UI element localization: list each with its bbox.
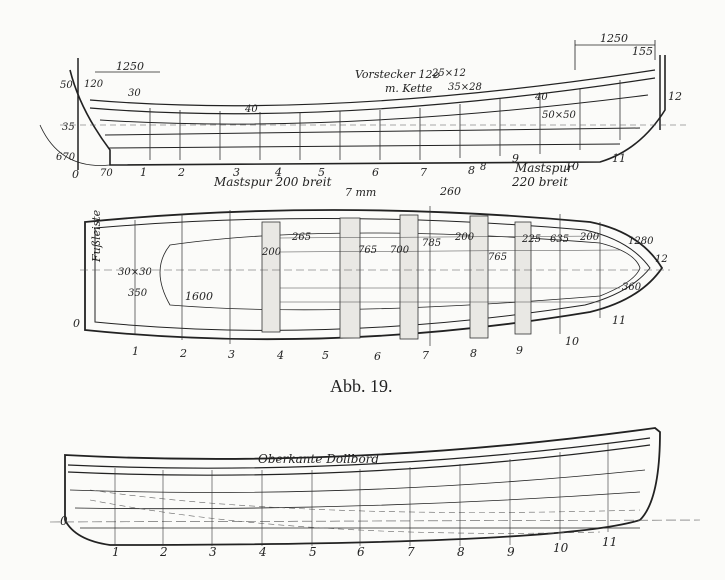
label-200: 200 [261,247,282,258]
label-265: 265 [291,232,311,243]
plan-station-numbers: 0 1 2 3 4 5 6 7 8 9 10 11 [73,314,626,363]
side-station: 5 [318,166,325,179]
plan-station: 8 [470,347,477,360]
plan-station: 0 [73,317,80,330]
figure-caption: Abb. 19. [330,376,393,396]
label-35x28: 35×28 [448,82,482,93]
label-1280: 1280 [628,236,654,247]
label-40-left: 40 [244,104,258,115]
profile-view: Oberkante Dollbord 0 1 2 3 4 5 6 7 8 9 1… [49,427,701,559]
label-50x50: 50×50 [542,110,576,121]
label-7mm: 7 mm [345,186,376,199]
label-12: 12 [655,254,668,265]
label-765a: 765 [358,245,377,256]
label-25x12: 25×12 [431,68,466,79]
label-1600: 1600 [185,290,213,303]
profile-station: 6 [357,545,365,559]
profile-station: 0 [60,514,68,528]
side-station: 11 [612,152,626,165]
profile-station: 4 [258,545,267,559]
plan-station: 10 [565,335,579,348]
label-mastspur: Mastspur [514,161,574,175]
profile-station: 8 [457,545,465,559]
side-station: 0 [72,168,79,181]
label-vorstecker: Vorstecker 12⌀ [355,68,440,81]
profile-station: 9 [507,545,515,559]
plan-station: 5 [322,349,329,362]
label-oberkante-dollbord: Oberkante Dollbord [258,452,379,466]
label-40: 40 [534,92,548,103]
side-station: 2 [177,166,185,179]
label-fussleiste: Fußleiste [90,209,103,263]
profile-station: 7 [407,545,415,559]
profile-station: 1 [112,545,120,559]
side-view: 1250 155 1250 Vorstecker 12⌀ m. Kette 25… [39,32,690,199]
plan-station: 3 [228,348,235,361]
profile-station: 11 [602,535,617,549]
label-360: 360 [622,282,642,293]
label-260: 260 [439,185,461,198]
label-50: 50 [60,80,73,91]
label-670: 670 [56,152,76,163]
side-station: 7 [420,166,427,179]
dim-155: 155 [632,45,653,58]
label-700: 700 [390,245,410,256]
plan-view: Fußleiste 1600 30×30 350 200 265 765 700… [73,206,670,363]
label-35: 35 [62,122,75,133]
plan-station: 9 [516,344,523,357]
profile-station: 10 [553,541,569,555]
profile-station: 2 [159,545,168,559]
label-220-breit: 220 breit [511,175,568,189]
side-station: 10 [565,160,579,173]
label-765b: 765 [488,252,507,263]
plan-station: 11 [612,314,626,327]
label-kette: m. Kette [385,82,433,95]
label-350: 350 [128,288,148,299]
label-200b: 200 [454,232,475,243]
plan-station: 6 [374,350,381,363]
label-mastspur-200: Mastspur 200 breit [213,175,332,189]
label-635: 635 [550,234,569,245]
side-station: 3 [233,166,240,179]
plan-station: 2 [179,347,187,360]
label-30: 30 [128,88,141,99]
dim-top-right: 1250 [600,32,628,45]
profile-station: 3 [209,545,217,559]
side-station: 12 [668,90,682,103]
plan-station: 1 [132,345,139,358]
side-station: 8 [468,164,475,177]
plan-station: 4 [276,349,284,362]
side-station: 4 [274,166,282,179]
plan-station: 7 [422,349,429,362]
label-225: 225 [521,234,541,245]
label-700: 70 [100,168,113,179]
label-30x30: 30×30 [118,267,152,278]
label-8: 8 [480,162,486,173]
label-785: 785 [422,238,441,249]
side-station: 1 [140,166,147,179]
side-station: 6 [372,166,379,179]
profile-station: 5 [309,545,317,559]
side-station: 9 [512,152,519,165]
label-120: 120 [84,79,104,90]
side-station-numbers: 0 1 2 3 4 5 6 7 8 9 10 11 12 [72,90,682,181]
label-200c: 200 [579,232,600,243]
dim-top-left: 1250 [116,60,144,73]
profile-station-numbers: 0 1 2 3 4 5 6 7 8 9 10 11 [60,514,617,559]
